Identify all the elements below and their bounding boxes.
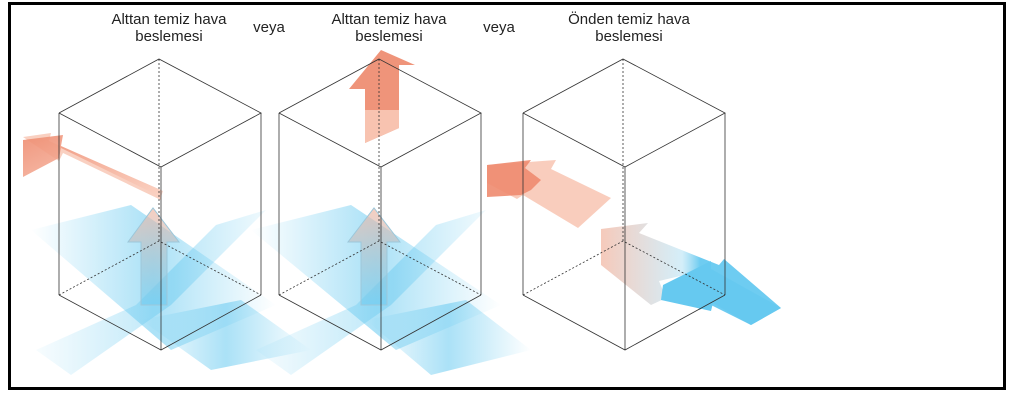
panel-3-title-line1: Önden temiz hava bbox=[568, 11, 690, 28]
panel-3-front-supply bbox=[487, 58, 781, 351]
diagram-frame: Alttan temiz hava beslemesi veya Alttan … bbox=[8, 2, 1006, 390]
warm-air-exhaust-arrow bbox=[365, 110, 399, 143]
panel-1-bottom-supply bbox=[23, 58, 311, 375]
panel-3-title: Önden temiz hava beslemesi bbox=[549, 11, 709, 45]
warm-air-exhaust-arrow bbox=[23, 135, 163, 197]
up-airflow-arrow bbox=[346, 207, 402, 306]
panel-2-title-line2: beslemesi bbox=[355, 28, 423, 45]
or-label-1: veya bbox=[253, 19, 285, 36]
panel-2-bottom-supply bbox=[251, 50, 531, 375]
cabinet-box bbox=[522, 58, 726, 351]
or-label-2: veya bbox=[483, 19, 515, 36]
cabinet-box bbox=[58, 58, 262, 351]
panel-3-title-line2: beslemesi bbox=[595, 28, 663, 45]
airflow-diagram bbox=[23, 50, 781, 375]
cabinet-box bbox=[278, 58, 482, 351]
panel-2-title: Alttan temiz hava beslemesi bbox=[309, 11, 469, 45]
panel-1-title-line1: Alttan temiz hava bbox=[111, 11, 227, 28]
up-airflow-arrow bbox=[127, 207, 181, 306]
panel-1-title-line2: beslemesi bbox=[135, 28, 203, 45]
cold-air-stream bbox=[366, 300, 531, 375]
panel-2-title-line1: Alttan temiz hava bbox=[331, 11, 447, 28]
panel-1-title: Alttan temiz hava beslemesi bbox=[89, 11, 249, 45]
warm-air-exhaust-arrow bbox=[487, 160, 541, 197]
